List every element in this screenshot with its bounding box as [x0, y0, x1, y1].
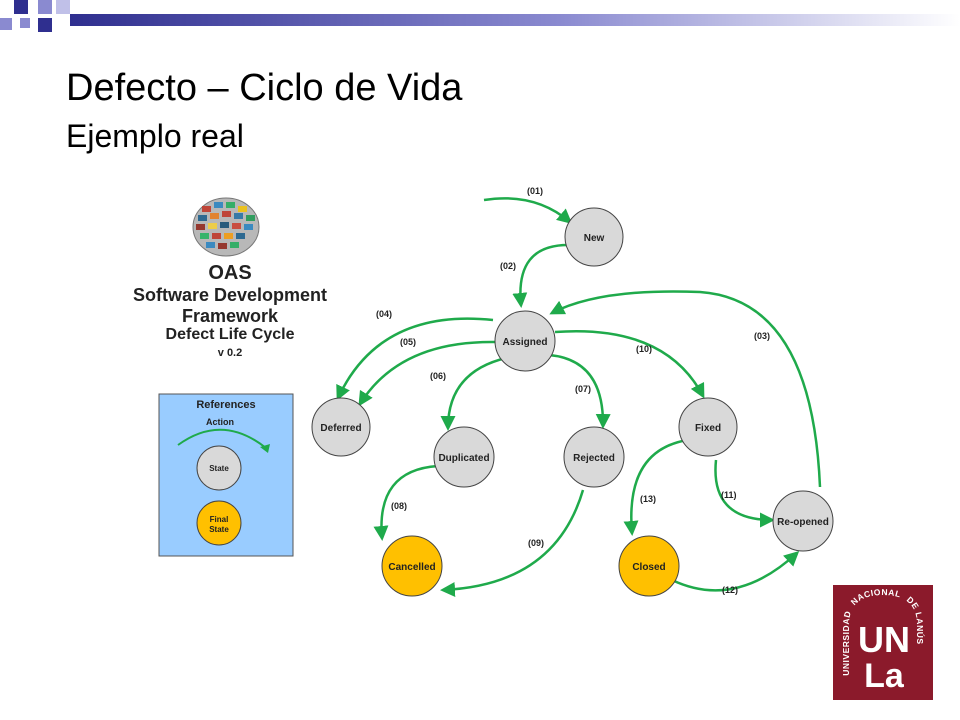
transition-11-arrow: [714, 459, 775, 528]
transition-03-arrow: [549, 290, 822, 488]
oas-globe-icon: [192, 197, 260, 257]
unla-logo: UNIVERSIDAD NACIONAL DE LANÚS UN La: [833, 585, 933, 700]
state-fixed-label: Fixed: [695, 423, 721, 434]
transition-07-label: (07): [575, 384, 591, 394]
transition-06-arrow: [440, 356, 507, 431]
state-reopened-label: Re-opened: [777, 517, 829, 528]
transition-02-label: (02): [500, 261, 516, 271]
header-square: [14, 0, 28, 14]
header-square: [38, 0, 52, 14]
header-square: [20, 18, 30, 28]
transition-10-arrow: [554, 330, 705, 399]
legend-state-circle: [196, 445, 242, 491]
logo-letters-top: UN: [858, 619, 910, 660]
state-fixed: [678, 397, 738, 457]
transition-11-label: (11): [721, 490, 737, 500]
framework-line-2: Software Development: [132, 285, 328, 305]
legend-state-label: State: [209, 464, 229, 473]
transition-10-label: (10): [636, 344, 652, 354]
header-square: [0, 18, 12, 30]
header-square: [38, 18, 52, 32]
transition-01-arrow: [483, 197, 573, 224]
framework-line-1: OAS: [208, 262, 252, 284]
state-duplicated-label: Duplicated: [438, 453, 489, 464]
logo-arc-left: UNIVERSIDAD: [841, 610, 853, 676]
transition-13-label: (13): [640, 494, 656, 504]
state-reopened: [772, 490, 834, 552]
transition-05-arrow: [358, 340, 498, 407]
state-rejected-label: Rejected: [573, 453, 615, 464]
transition-03-label: (03): [754, 331, 770, 341]
framework-version: v 0.2: [217, 346, 243, 359]
logo-letters-bottom: La: [864, 657, 905, 695]
transition-02-arrow: [512, 243, 569, 308]
slide-subtitle: Ejemplo real: [66, 118, 244, 154]
transition-12-arrow: [671, 550, 800, 592]
header-square: [56, 0, 70, 14]
transition-06-label: (06): [430, 371, 446, 381]
transition-08-label: (08): [391, 501, 407, 511]
transition-05-label: (05): [400, 337, 416, 347]
legend-action-label: Action: [206, 417, 234, 427]
framework-line-3: Framework: [181, 305, 279, 326]
state-closed: [618, 535, 680, 597]
header-decoration: [0, 0, 960, 32]
legend-final-circle: [196, 500, 242, 546]
legend-final-label-2: State: [209, 525, 229, 534]
state-new: [564, 207, 624, 267]
slide-title: Defecto – Ciclo de Vida: [66, 67, 463, 109]
header-gradient-bar: [70, 14, 960, 26]
state-rejected: [563, 426, 625, 488]
state-deferred: [311, 397, 371, 457]
transition-04-arrow: [336, 317, 494, 401]
state-deferred-label: Deferred: [320, 423, 361, 434]
framework-caption: OAS Software Development Framework Defec…: [114, 262, 346, 359]
transition-08-arrow: [373, 464, 439, 541]
state-assigned-label: Assigned: [502, 337, 547, 348]
transition-01-label: (01): [527, 186, 543, 196]
state-duplicated: [433, 426, 495, 488]
legend-final-label-1: Final: [210, 515, 229, 524]
transition-07-arrow: [548, 353, 611, 429]
legend-action-arrow: [177, 428, 267, 449]
transition-09-arrow: [440, 489, 585, 597]
transition-12-label: (12): [722, 585, 738, 595]
references-legend: References Action State Final State: [158, 393, 294, 557]
logo-background: [833, 585, 933, 700]
transition-09-label: (09): [528, 538, 544, 548]
state-closed-label: Closed: [632, 562, 665, 573]
state-assigned: [494, 310, 556, 372]
state-cancelled: [381, 535, 443, 597]
transition-13-arrow: [623, 438, 689, 536]
state-new-label: New: [584, 233, 605, 244]
legend-arrowhead: [260, 444, 270, 453]
state-cancelled-label: Cancelled: [388, 562, 435, 573]
framework-line-4: Defect Life Cycle: [165, 326, 295, 344]
transition-04-label: (04): [376, 309, 392, 319]
legend-title: References: [196, 399, 255, 411]
